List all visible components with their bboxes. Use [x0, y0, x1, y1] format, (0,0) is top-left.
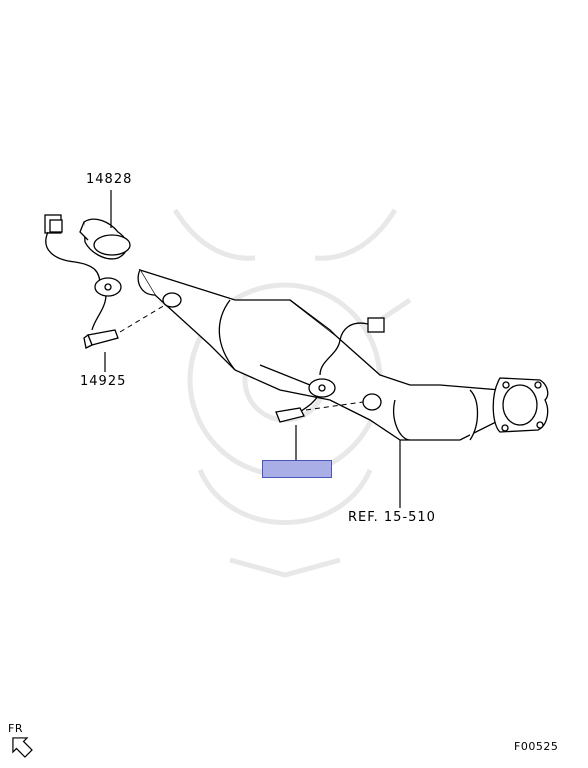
- leader-lines: [104, 190, 401, 508]
- rear-o2-sensor: [275, 317, 385, 423]
- outlet-flange: [492, 377, 549, 433]
- reference-label[interactable]: REF. 15-510: [348, 510, 436, 525]
- heat-cover: [79, 218, 131, 260]
- exhaust-pipe: [137, 268, 501, 441]
- figure-code: F00525: [514, 740, 559, 753]
- front-arrow-icon: [12, 737, 33, 758]
- part-label-14828[interactable]: 14828: [86, 172, 133, 187]
- front-o2-sensor: [44, 214, 122, 349]
- front-indicator-label: FR: [8, 722, 23, 735]
- assembly-lines: [119, 304, 364, 411]
- part-label-14925[interactable]: 14925: [80, 374, 127, 389]
- highlighted-part-hotspot[interactable]: [262, 460, 332, 478]
